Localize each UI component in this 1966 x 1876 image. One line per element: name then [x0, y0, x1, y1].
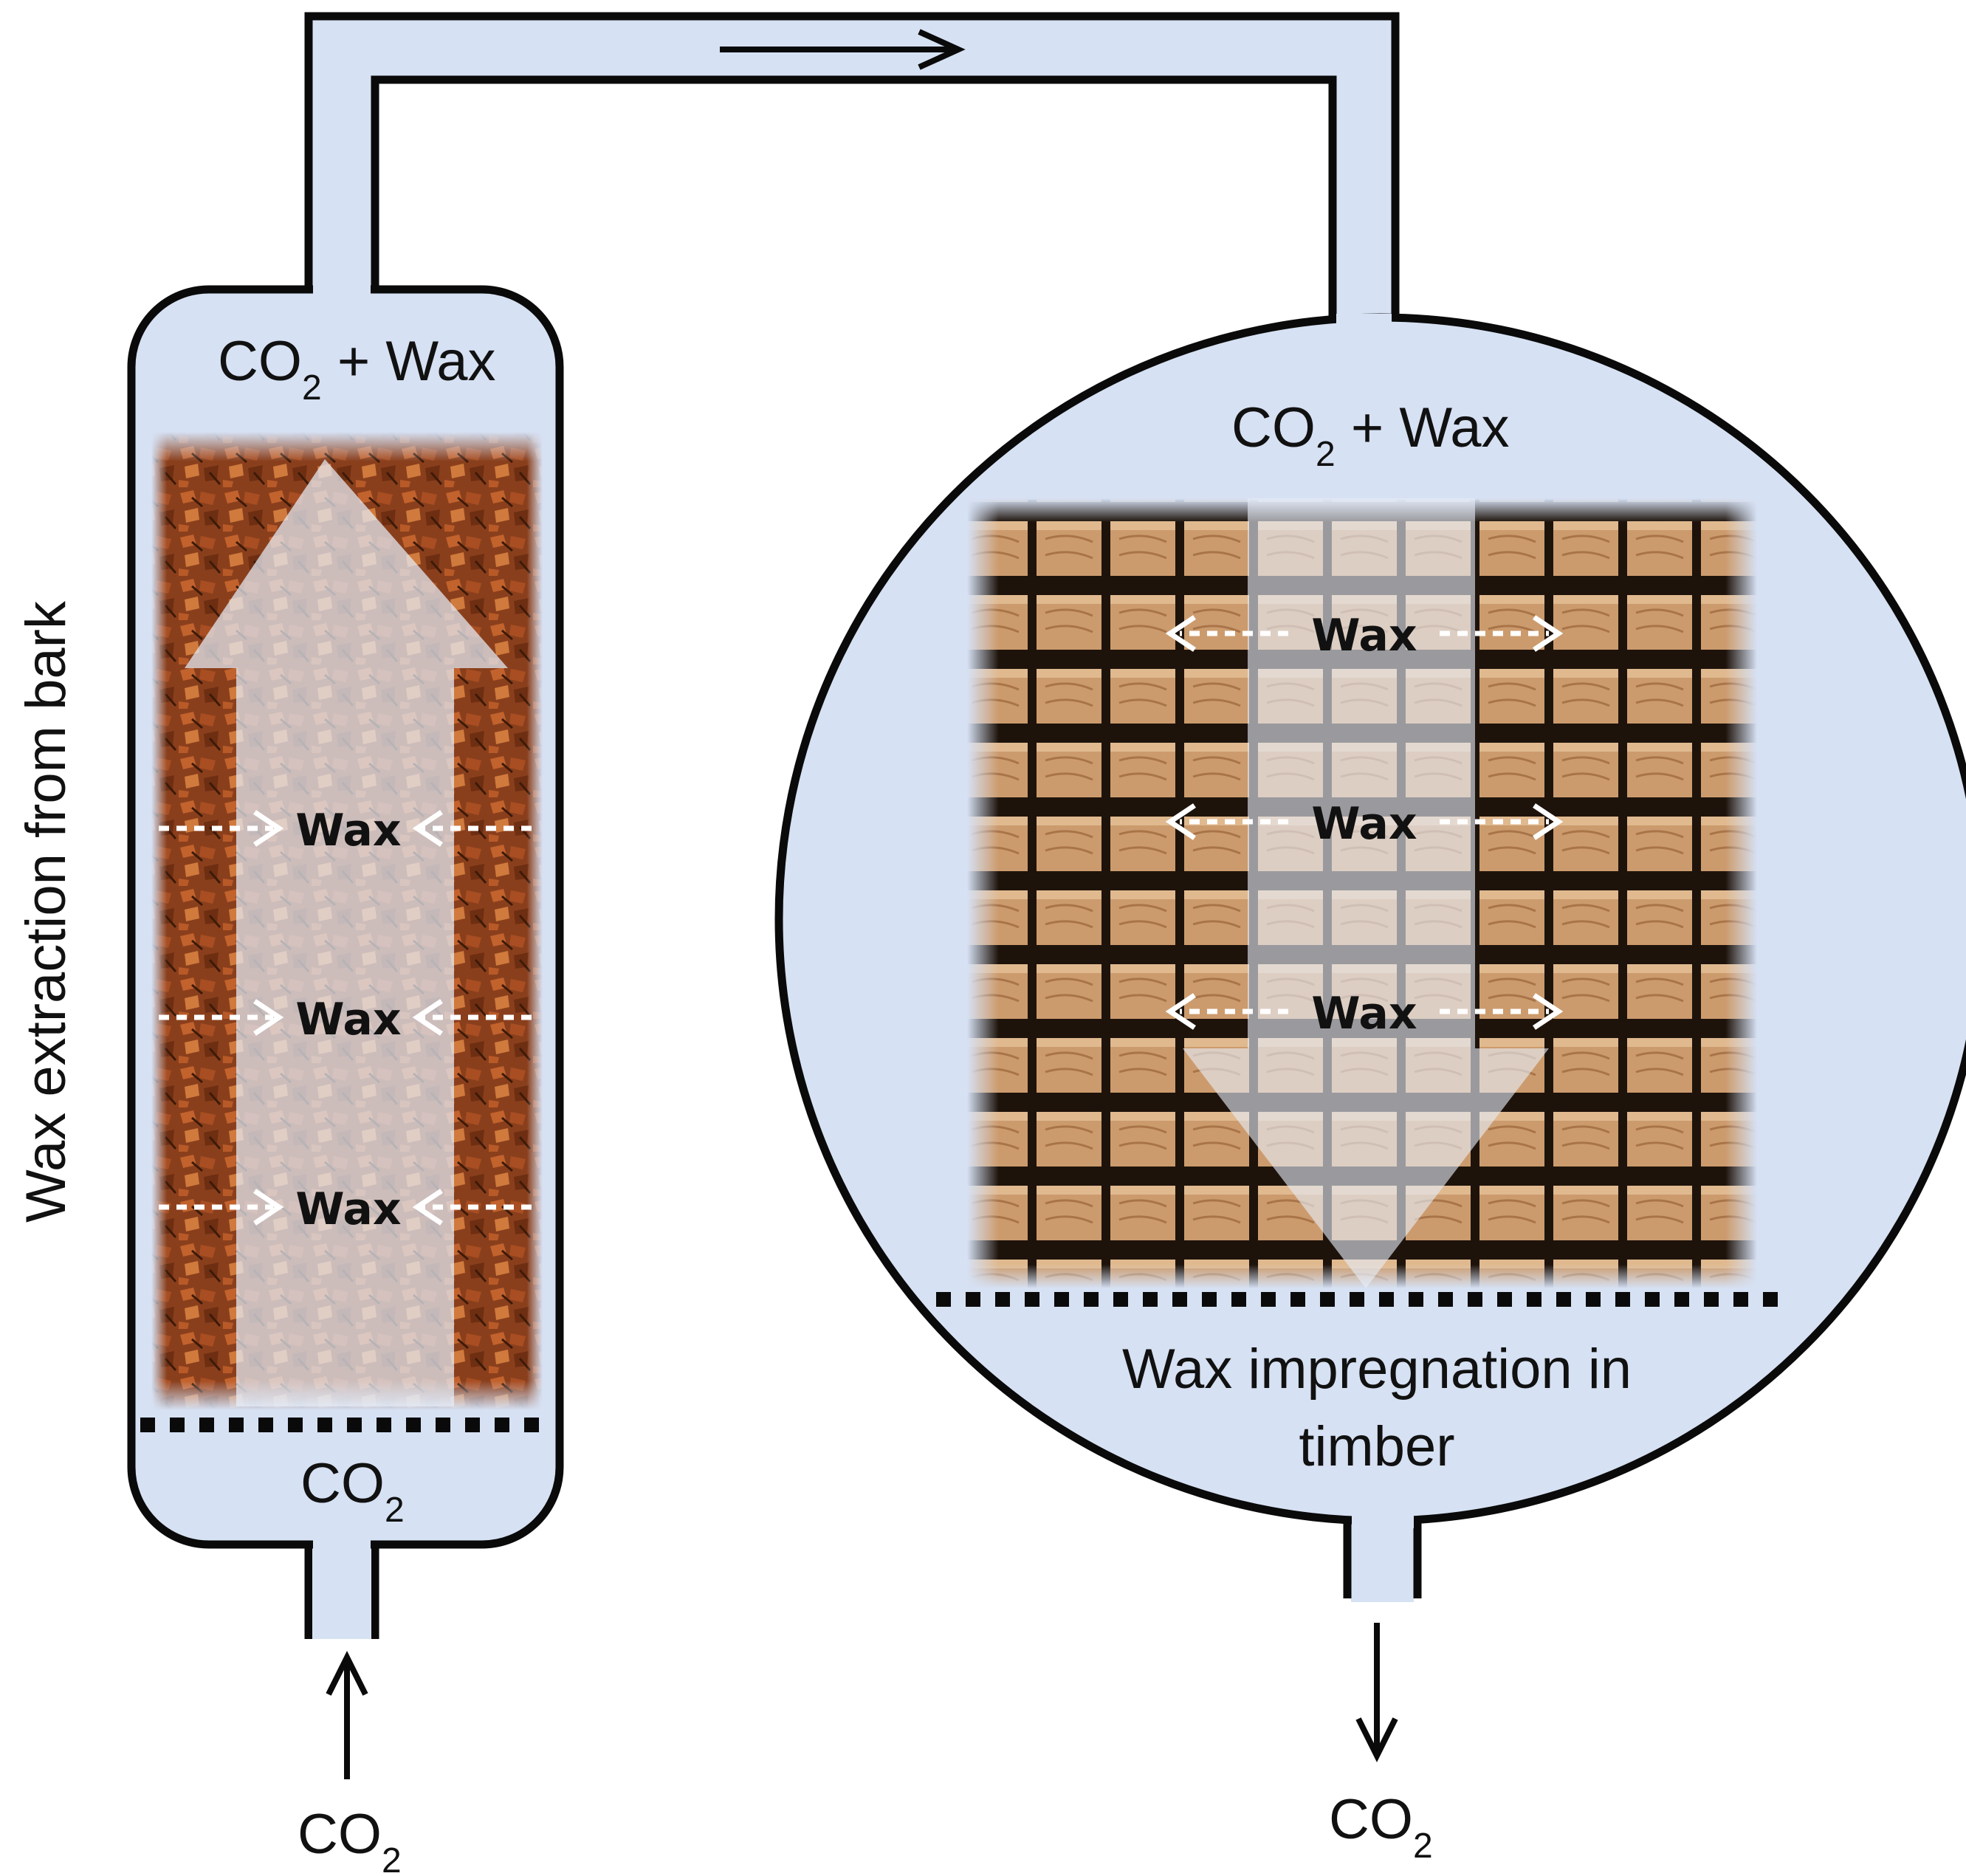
impregnator-wax-label-3: Wax: [1311, 988, 1417, 1040]
extractor-top-label: CO2 + Wax: [218, 330, 496, 408]
extractor-wax-arrows: [159, 810, 532, 1226]
impregnation-caption-line-1: Wax impregnation in: [1122, 1338, 1632, 1401]
inlet-arrow: [326, 1651, 368, 1779]
extractor-wax-label-3: Wax: [295, 1183, 401, 1235]
co2-flow-down-arrow: [1183, 498, 1549, 1288]
extraction-side-label: Wax extraction from bark: [15, 600, 78, 1223]
impregnation-vessel: Wax Wax Wax CO2 + Wax Wax impregnation i…: [774, 313, 1966, 1528]
extractor-wax-label-2: Wax: [295, 994, 401, 1045]
impregnator-top-label: CO2 + Wax: [1231, 396, 1510, 474]
impregnator-wax-label-2: Wax: [1311, 798, 1417, 850]
extraction-vessel: Wax Wax Wax CO2 + Wax CO2: [127, 281, 564, 1552]
impregnator-wax-label-1: Wax: [1311, 610, 1417, 662]
extractor-bottom-label: CO2: [300, 1452, 405, 1530]
outlet-co2-label: CO2: [1329, 1788, 1433, 1866]
outlet-arrow: [1355, 1623, 1398, 1762]
flow-direction-arrow: [720, 29, 966, 70]
impregnation-caption-line-2: timber: [1299, 1415, 1454, 1478]
impregnator-wax-arrows: [1165, 615, 1564, 1030]
extractor-wax-label-1: Wax: [295, 805, 401, 856]
inlet-co2-label: CO2: [298, 1803, 402, 1876]
co2-flow-up-arrow: [185, 459, 508, 1406]
